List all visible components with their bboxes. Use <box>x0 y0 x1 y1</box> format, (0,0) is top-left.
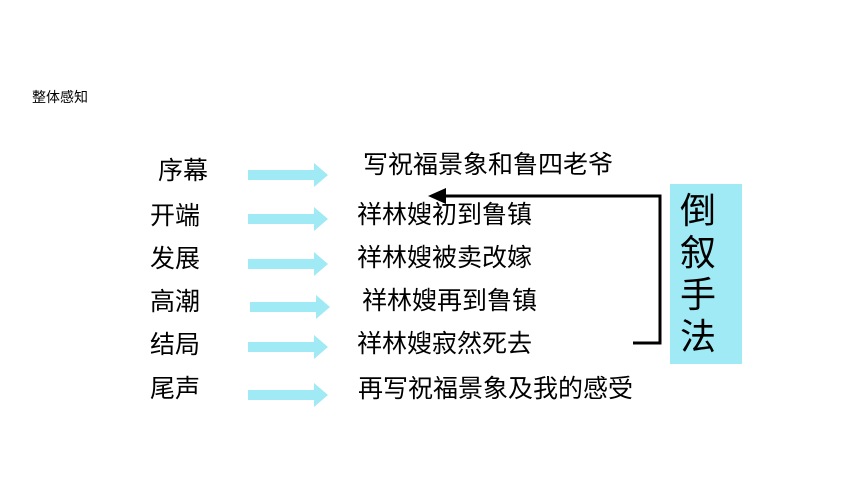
stage-label-climax: 高潮 <box>150 287 201 316</box>
stage-label-prologue: 序幕 <box>158 156 209 185</box>
left-arrowhead-icon <box>428 188 446 204</box>
technique-char: 手 <box>679 275 716 316</box>
stage-label-beginning: 开端 <box>150 201 201 230</box>
right-arrow-icon <box>248 163 328 187</box>
technique-char: 叙 <box>679 233 716 274</box>
narrative-technique-box: 倒 叙 手 法 <box>670 184 742 364</box>
stage-label-development: 发展 <box>150 244 201 273</box>
stage-label-ending: 结局 <box>150 330 201 359</box>
technique-char: 倒 <box>679 191 716 232</box>
right-arrow-icon <box>250 295 330 319</box>
right-arrow-icon <box>248 383 328 407</box>
event-description-climax: 祥林嫂再到鲁镇 <box>362 286 538 315</box>
event-description-prologue: 写祝福景象和鲁四老爷 <box>363 150 614 179</box>
right-arrow-icon <box>248 335 328 359</box>
technique-char: 法 <box>679 317 716 358</box>
right-arrow-icon <box>248 252 328 276</box>
event-description-beginning: 祥林嫂初到鲁镇 <box>357 200 533 229</box>
event-description-ending: 祥林嫂寂然死去 <box>357 329 533 358</box>
stage-label-epilogue: 尾声 <box>150 374 201 403</box>
event-description-development: 祥林嫂被卖改嫁 <box>357 243 533 272</box>
section-heading: 整体感知 <box>32 90 88 106</box>
event-description-epilogue: 再写祝福景象及我的感受 <box>358 374 634 403</box>
right-arrow-icon <box>248 207 328 231</box>
